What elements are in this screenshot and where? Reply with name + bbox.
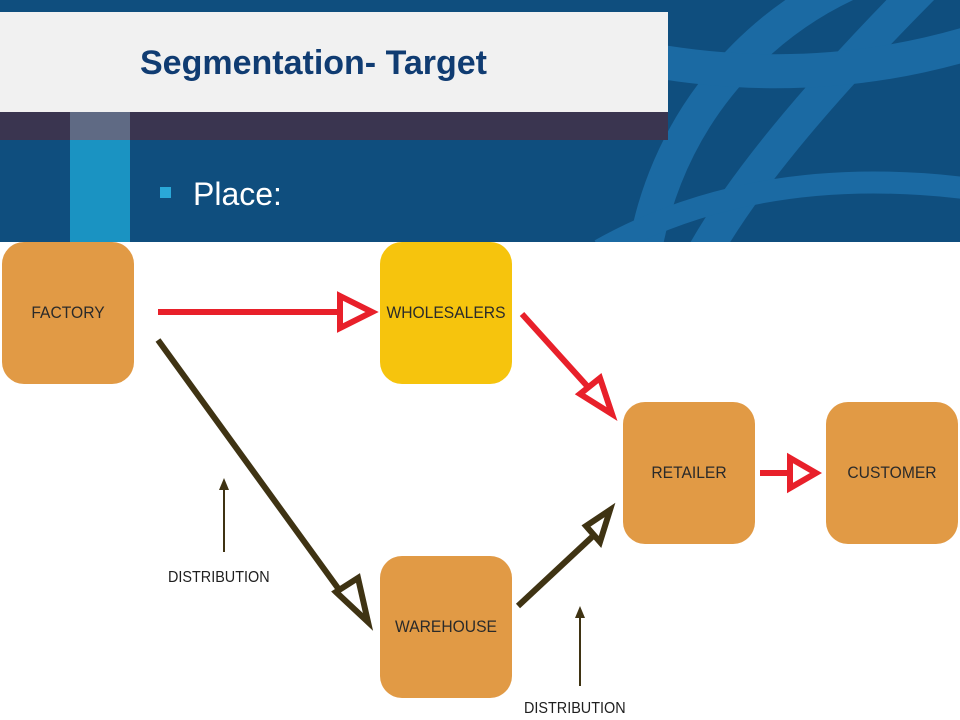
customer-label: CUSTOMER	[847, 463, 937, 482]
distribution-pointer-left	[219, 478, 229, 552]
factory-label: FACTORY	[31, 303, 105, 322]
diagram-canvas	[2, 242, 958, 698]
distribution-label-bottom: DISTRIBUTION	[524, 700, 626, 717]
retailer-box	[623, 402, 755, 544]
arrow-warehouse-to-retailer	[515, 502, 616, 609]
customer-box	[826, 402, 958, 544]
arrow-retailer-to-customer	[760, 452, 823, 494]
arrow-factory-to-warehouse	[155, 338, 374, 631]
retailer-label: RETAILER	[651, 463, 727, 482]
distribution-label-left: DISTRIBUTION	[168, 569, 270, 586]
globe-watermark-icon	[594, 0, 960, 242]
accent-bar-cap	[70, 112, 130, 140]
wholesalers-box	[380, 242, 512, 384]
distribution-pointer-bottom	[575, 606, 585, 686]
bullet-item: Place:	[160, 176, 282, 213]
wholesalers-label: WHOLESALERS	[386, 303, 506, 322]
warehouse-label: WAREHOUSE	[395, 617, 497, 636]
square-bullet-icon	[160, 187, 171, 199]
slide-title: Segmentation- Target	[140, 44, 487, 82]
bullet-text: Place:	[193, 176, 282, 212]
factory-box	[2, 242, 134, 384]
title-box	[0, 12, 668, 112]
arrow-wholesalers-to-retailer	[519, 311, 618, 421]
warehouse-box	[380, 556, 512, 698]
arrow-factory-to-wholesalers	[158, 291, 379, 333]
distribution-diagram: FACTORY WHOLESALERS RETAILER CUSTOMER WA…	[0, 242, 960, 720]
